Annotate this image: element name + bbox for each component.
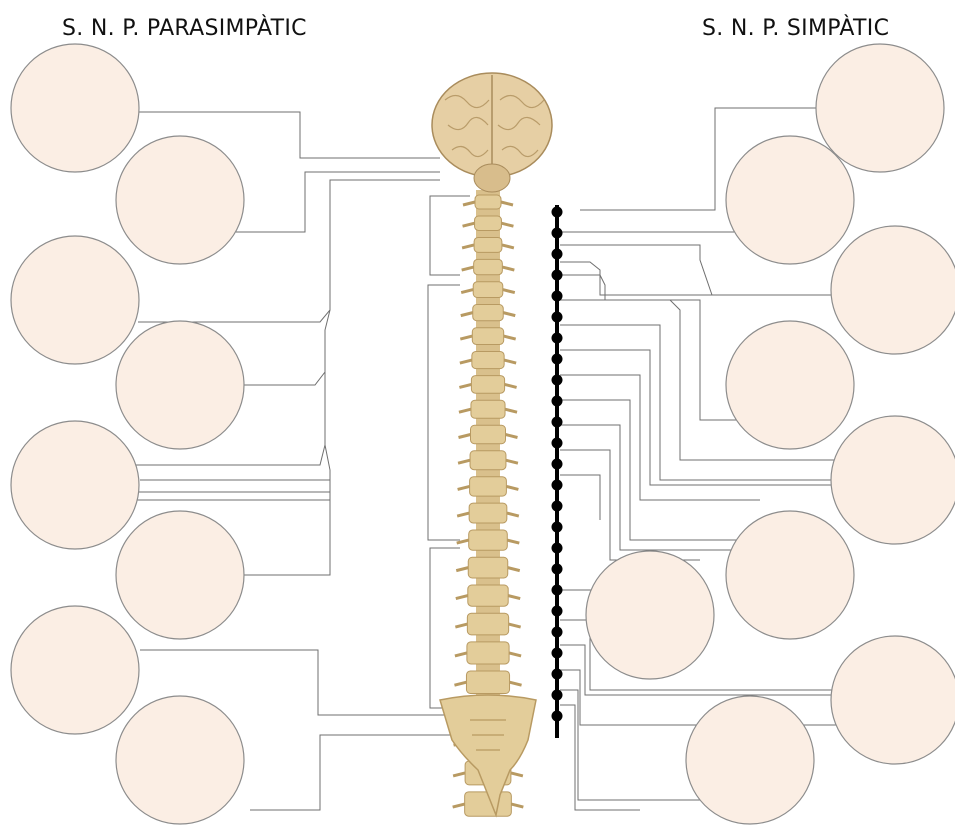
female-pelvis-icon-left — [116, 696, 244, 824]
vertebra — [475, 195, 501, 209]
male-pelvis-icon-right — [831, 636, 955, 764]
vertebra — [467, 642, 509, 664]
lungs-icon-left — [116, 321, 244, 449]
mouth-icon-left — [116, 136, 244, 264]
sympathetic-chain — [552, 205, 563, 738]
vertebra — [469, 503, 507, 523]
vertebra — [472, 328, 503, 345]
vertebra — [475, 216, 502, 230]
eye-icon-left — [11, 44, 139, 172]
heart-icon-right — [726, 321, 854, 449]
ganglion — [552, 669, 563, 680]
ganglion — [552, 375, 563, 386]
vertebra — [471, 376, 504, 394]
ganglion — [552, 480, 563, 491]
stomach-icon-right — [831, 416, 955, 544]
male-pelvis-icon-left — [11, 606, 139, 734]
vertebra — [474, 259, 503, 274]
mouth-icon-right — [726, 136, 854, 264]
brain — [432, 73, 552, 192]
ganglion — [552, 501, 563, 512]
ganglion — [552, 354, 563, 365]
liver-icon-left — [116, 511, 244, 639]
vertebra — [471, 425, 506, 444]
ganglion — [552, 438, 563, 449]
ganglion — [552, 396, 563, 407]
vertebra — [470, 477, 507, 496]
eye-icon-right — [816, 44, 944, 172]
ganglion — [552, 585, 563, 596]
lungs-icon-right — [831, 226, 955, 354]
ganglion — [552, 228, 563, 239]
stomach-icon-left — [11, 421, 139, 549]
ganglion — [552, 648, 563, 659]
ganglion — [552, 312, 563, 323]
ganglion — [552, 711, 563, 722]
ganglion — [552, 417, 563, 428]
ganglion — [552, 333, 563, 344]
vertebra — [474, 237, 502, 252]
vertebra — [469, 530, 508, 550]
heart-icon-left — [11, 236, 139, 364]
vertebra — [466, 671, 509, 694]
ganglion — [552, 249, 563, 260]
liver-icon-right — [726, 511, 854, 639]
spinal-column — [440, 190, 536, 816]
ganglion — [552, 690, 563, 701]
vertebra — [471, 400, 505, 418]
ganglion — [552, 564, 563, 575]
ganglion — [552, 270, 563, 281]
ganglion — [552, 291, 563, 302]
vertebra — [468, 557, 508, 578]
kidney-icon-right — [586, 551, 714, 679]
vertebra — [473, 282, 503, 298]
vertebra — [468, 585, 508, 606]
vertebra — [473, 305, 504, 321]
ganglion — [552, 522, 563, 533]
ganglion — [552, 459, 563, 470]
vertebra — [470, 451, 506, 470]
ganglion — [552, 606, 563, 617]
ganglion — [552, 207, 563, 218]
ganglion — [552, 627, 563, 638]
female-pelvis-icon-right — [686, 696, 814, 824]
vertebra — [467, 613, 508, 635]
ganglion — [552, 543, 563, 554]
vertebra — [472, 351, 504, 368]
